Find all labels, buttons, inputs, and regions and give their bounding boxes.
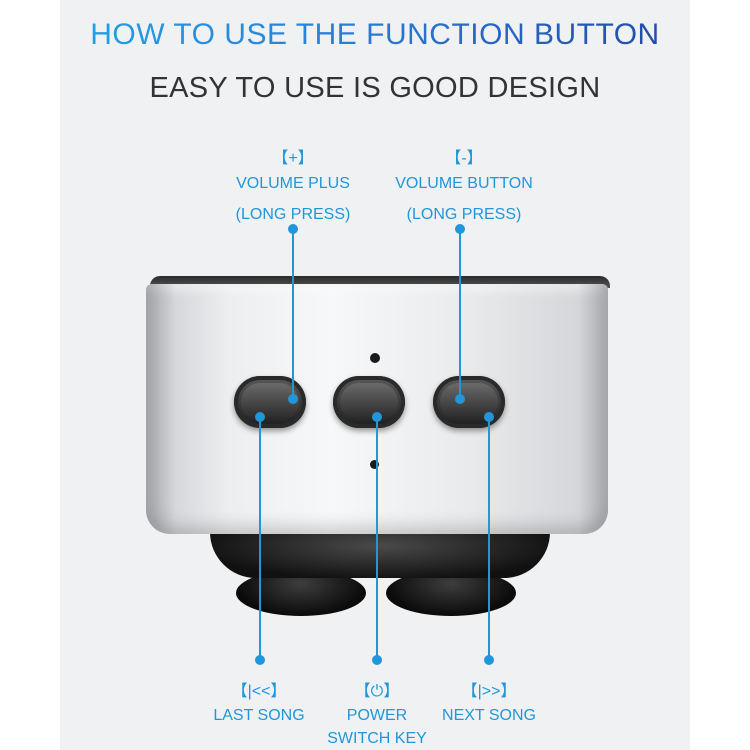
indicator-hole	[370, 460, 379, 469]
volume-minus-symbol: 【-】	[445, 150, 483, 167]
next-song-label: NEXT SONG	[442, 707, 536, 724]
last-song-label: LAST SONG	[213, 707, 305, 724]
leader-dot-last-song-bottom	[255, 655, 265, 665]
mic-hole	[370, 353, 380, 363]
volume-minus-label: VOLUME BUTTON	[395, 175, 533, 192]
leader-line-next-song	[488, 418, 490, 660]
leader-line-volume-minus	[459, 232, 461, 402]
volume-plus-long-press: (LONG PRESS)	[235, 206, 351, 223]
leader-line-power	[376, 418, 378, 660]
volume-plus-label: VOLUME PLUS	[236, 175, 350, 192]
last-song-symbol: 【|<<】	[231, 683, 287, 700]
power-label: POWER	[346, 707, 408, 724]
page-subtitle: EASY TO USE IS GOOD DESIGN	[149, 72, 601, 104]
leader-line-last-song	[259, 418, 261, 660]
leader-dot-volume-plus-end	[288, 394, 298, 404]
leader-dot-next-song-top	[484, 412, 494, 422]
speaker-shading-left	[146, 284, 176, 534]
page-title: HOW TO USE THE FUNCTION BUTTON	[0, 18, 750, 52]
leader-dot-last-song-top	[255, 412, 265, 422]
volume-minus-next-song-button[interactable]	[433, 376, 505, 428]
volume-minus-long-press: (LONG PRESS)	[406, 206, 522, 223]
leader-dot-power-bottom	[372, 655, 382, 665]
power-switch-key-label: SWITCH KEY	[327, 730, 427, 747]
power-button[interactable]	[333, 376, 405, 428]
leader-dot-volume-plus-top	[288, 224, 298, 234]
speaker-base	[210, 532, 550, 578]
power-symbol: 【⏻】	[354, 683, 400, 700]
leader-dot-power-top	[372, 412, 382, 422]
next-song-symbol: 【|>>】	[461, 683, 517, 700]
leader-line-volume-plus	[292, 232, 294, 402]
speaker-shading-right	[578, 284, 608, 534]
leader-dot-next-song-bottom	[484, 655, 494, 665]
leader-dot-volume-minus-top	[455, 224, 465, 234]
volume-plus-symbol: 【+】	[272, 150, 314, 167]
leader-dot-volume-minus-end	[455, 394, 465, 404]
